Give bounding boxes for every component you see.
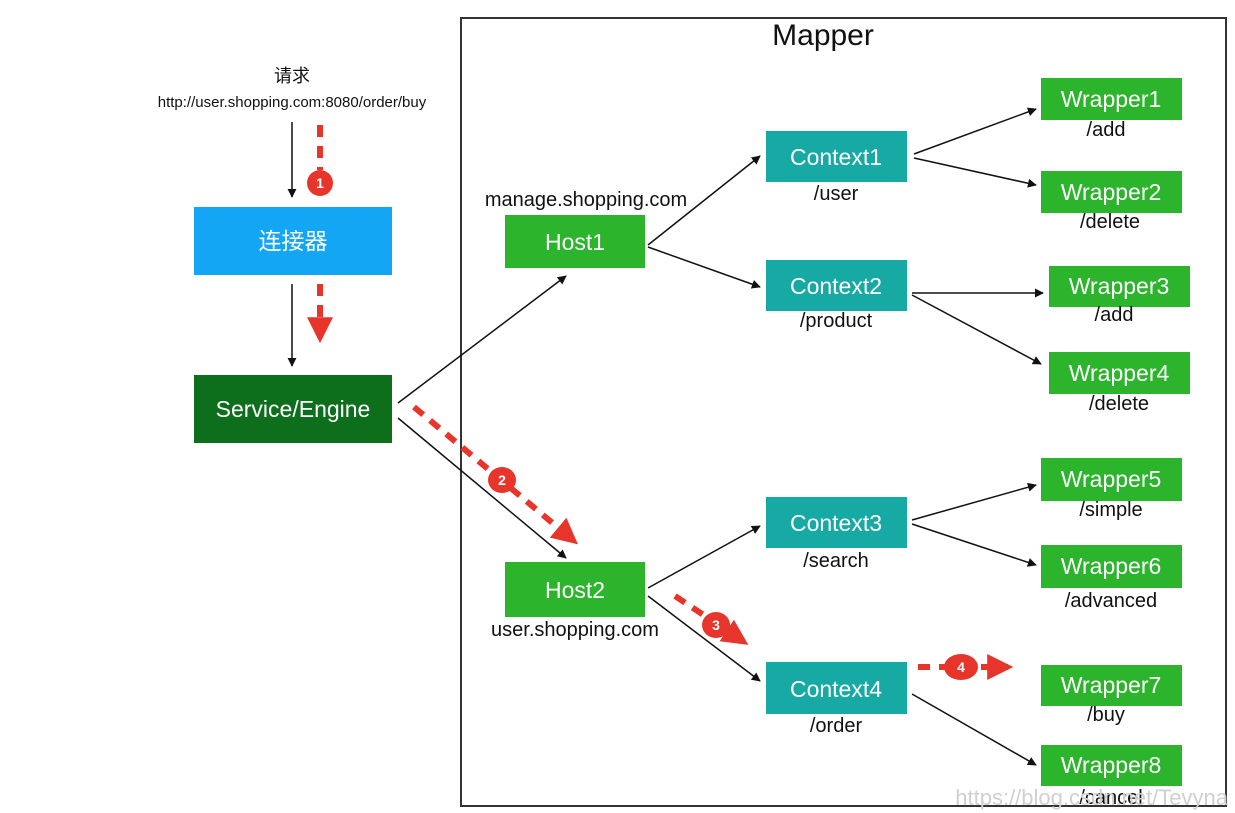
host1-domain: manage.shopping.com xyxy=(485,189,687,211)
host2-label: Host2 xyxy=(545,577,605,603)
context1-path: /user xyxy=(814,183,859,205)
context4-box: Context4 xyxy=(766,662,907,714)
wrapper7-box: Wrapper7 xyxy=(1041,665,1182,706)
request-url: http://user.shopping.com:8080/order/buy xyxy=(158,94,427,111)
step-4-label: 4 xyxy=(957,659,965,675)
wrapper8-path: /cancel xyxy=(1079,787,1142,809)
host1-box: Host1 xyxy=(505,215,645,268)
arrow-context4-wrapper8 xyxy=(911,693,1037,766)
wrapper7-label: Wrapper7 xyxy=(1061,672,1162,698)
connector-label: 连接器 xyxy=(259,228,328,254)
context3-label: Context3 xyxy=(790,510,882,536)
arrow-context3-wrapper6 xyxy=(911,523,1037,567)
wrapper2-label: Wrapper2 xyxy=(1061,179,1162,205)
wrapper5-label: Wrapper5 xyxy=(1061,466,1162,492)
arrow-host2-context4 xyxy=(647,595,761,682)
red-path-2 xyxy=(412,404,578,545)
wrapper3-path: /add xyxy=(1095,304,1134,326)
wrapper3-box: Wrapper3 xyxy=(1049,266,1190,307)
step-marker-3: 3 xyxy=(702,612,730,638)
arrow-context1-wrapper2 xyxy=(913,157,1037,188)
host1-label: Host1 xyxy=(545,229,605,255)
request-title: 请求 xyxy=(274,66,310,87)
context3-box: Context3 xyxy=(766,497,907,548)
arrow-host1-context2 xyxy=(647,246,761,289)
context2-label: Context2 xyxy=(790,273,882,299)
connector-box: 连接器 xyxy=(194,207,392,275)
engine-label: Service/Engine xyxy=(216,396,371,422)
step-1-label: 1 xyxy=(316,175,324,191)
arrow-host1-context1 xyxy=(647,155,761,246)
wrapper4-path: /delete xyxy=(1089,393,1149,415)
step-marker-1: 1 xyxy=(307,170,333,196)
step-3-label: 3 xyxy=(712,617,720,633)
context1-label: Context1 xyxy=(790,144,882,170)
step-marker-2: 2 xyxy=(488,467,516,493)
arrow-context3-wrapper5 xyxy=(911,482,1037,521)
watermark: https://blog.csdn.net/Tevyna xyxy=(955,785,1228,810)
wrapper1-label: Wrapper1 xyxy=(1061,86,1162,112)
wrapper2-box: Wrapper2 xyxy=(1041,171,1182,213)
context3-path: /search xyxy=(803,550,869,572)
wrapper6-box: Wrapper6 xyxy=(1041,545,1182,588)
context1-box: Context1 xyxy=(766,131,907,182)
context2-path: /product xyxy=(800,310,873,332)
context4-path: /order xyxy=(810,715,863,737)
wrapper3-label: Wrapper3 xyxy=(1069,273,1170,299)
host2-domain: user.shopping.com xyxy=(491,619,659,641)
wrapper5-box: Wrapper5 xyxy=(1041,458,1182,501)
red-path-3 xyxy=(673,593,749,645)
wrapper8-box: Wrapper8 xyxy=(1041,745,1182,786)
arrow-context2-wrapper4 xyxy=(911,294,1042,365)
wrapper1-box: Wrapper1 xyxy=(1041,78,1182,120)
wrapper4-box: Wrapper4 xyxy=(1049,352,1190,394)
arrow-context1-wrapper1 xyxy=(913,107,1037,155)
arrow-engine-host2 xyxy=(397,417,567,559)
wrapper1-path: /add xyxy=(1087,119,1126,141)
mapper-container xyxy=(460,17,1227,807)
engine-box: Service/Engine xyxy=(194,375,392,443)
host2-box: Host2 xyxy=(505,562,645,617)
mapper-title: Mapper xyxy=(772,19,874,52)
context2-box: Context2 xyxy=(766,260,907,311)
arrow-engine-host1 xyxy=(397,275,567,404)
wrapper7-path: /buy xyxy=(1087,704,1125,726)
context4-label: Context4 xyxy=(790,676,882,702)
wrapper4-label: Wrapper4 xyxy=(1069,360,1170,386)
wrapper6-label: Wrapper6 xyxy=(1061,553,1162,579)
wrapper6-path: /advanced xyxy=(1065,590,1157,612)
step-2-label: 2 xyxy=(498,472,506,488)
wrapper5-path: /simple xyxy=(1079,499,1142,521)
wrapper2-path: /delete xyxy=(1080,211,1140,233)
arrow-host2-context3 xyxy=(647,525,761,589)
step-marker-4: 4 xyxy=(944,654,978,680)
wrapper8-label: Wrapper8 xyxy=(1061,752,1162,778)
